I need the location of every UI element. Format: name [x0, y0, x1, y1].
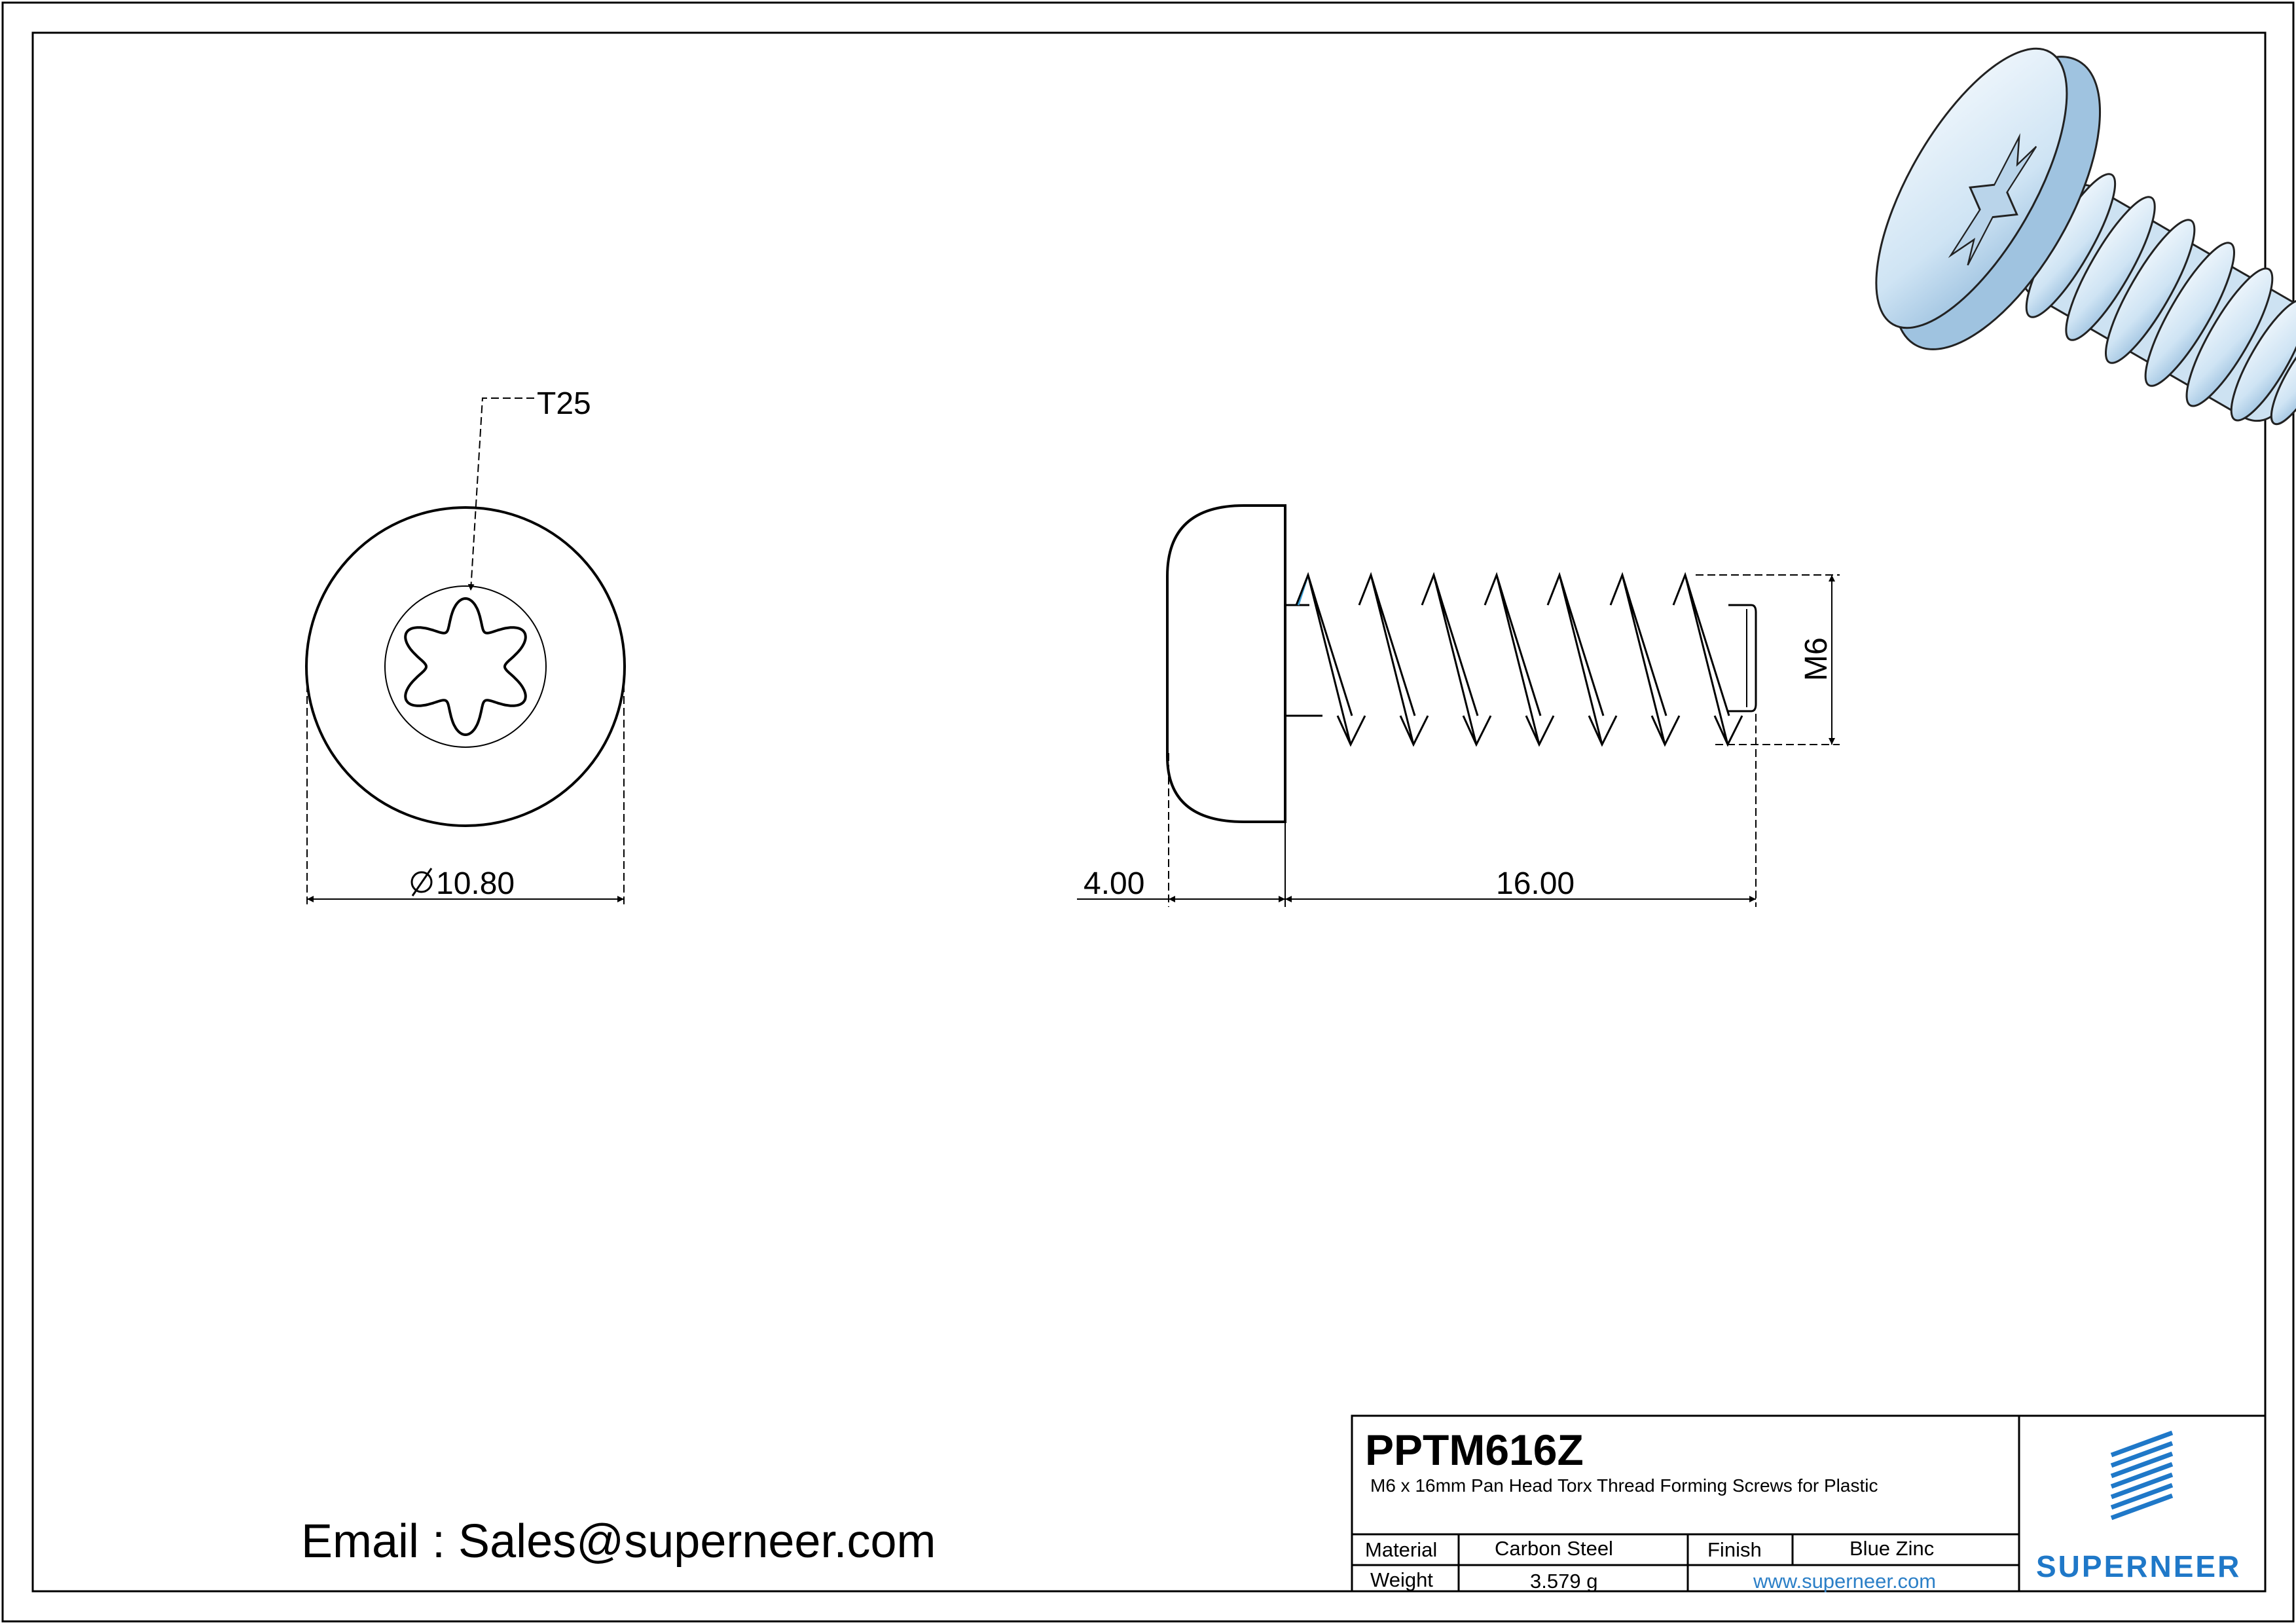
diameter-symbol-icon — [410, 868, 433, 896]
pan-head — [1166, 504, 1286, 823]
torx-recess — [404, 597, 527, 737]
weight-value: 3.579 g — [1530, 1570, 1597, 1593]
thread-size-label: M6 — [1799, 637, 1834, 681]
render-torx-icon — [1948, 133, 2037, 266]
contact-email: Email : Sales@superneer.com — [301, 1515, 936, 1568]
weight-label: Weight — [1370, 1568, 1433, 1591]
head-outline — [305, 506, 626, 827]
thread-flank — [1609, 572, 1681, 747]
torx-leader — [467, 397, 534, 591]
website-link[interactable]: www.superneer.com — [1753, 1570, 1936, 1593]
screw-tip — [1728, 604, 1757, 712]
front-view: T25 10.80 — [305, 386, 626, 907]
length-label: 16.00 — [1496, 866, 1575, 901]
part-description: M6 x 16mm Pan Head Torx Thread Forming S… — [1370, 1475, 1878, 1496]
side-view: M6 4.00 16.00 — [1077, 504, 1840, 907]
material-value: Carbon Steel — [1495, 1537, 1613, 1560]
brand-name: SUPERNEER — [2036, 1549, 2241, 1583]
head-height-label: 4.00 — [1084, 866, 1144, 901]
thread-flank — [1484, 572, 1555, 747]
render-threads — [2020, 173, 2296, 426]
inner-frame — [31, 31, 2267, 1593]
svg-text:www.superneer.com: www.superneer.com — [1753, 1570, 1936, 1593]
finish-value: Blue Zinc — [1850, 1537, 1934, 1560]
diameter-label: 10.80 — [436, 866, 515, 901]
part-number: PPTM616Z — [1365, 1426, 1584, 1474]
thread-flank — [1295, 572, 1366, 747]
thread-flank — [1672, 572, 1743, 747]
title-block: PPTM616Z M6 x 16mm Pan Head Torx Thread … — [1351, 1414, 2267, 1593]
torx-size-label: T25 — [537, 386, 591, 421]
thread-flanks — [1295, 572, 1743, 747]
superneer-logo-icon — [2110, 1430, 2174, 1521]
thread-flank — [1421, 572, 1492, 747]
thread-flank — [1546, 572, 1618, 747]
screw-render-image — [1875, 47, 2296, 426]
finish-label: Finish — [1707, 1538, 1762, 1561]
recess-circle — [384, 585, 547, 748]
thread-flank — [1358, 572, 1429, 747]
material-label: Material — [1365, 1538, 1437, 1561]
